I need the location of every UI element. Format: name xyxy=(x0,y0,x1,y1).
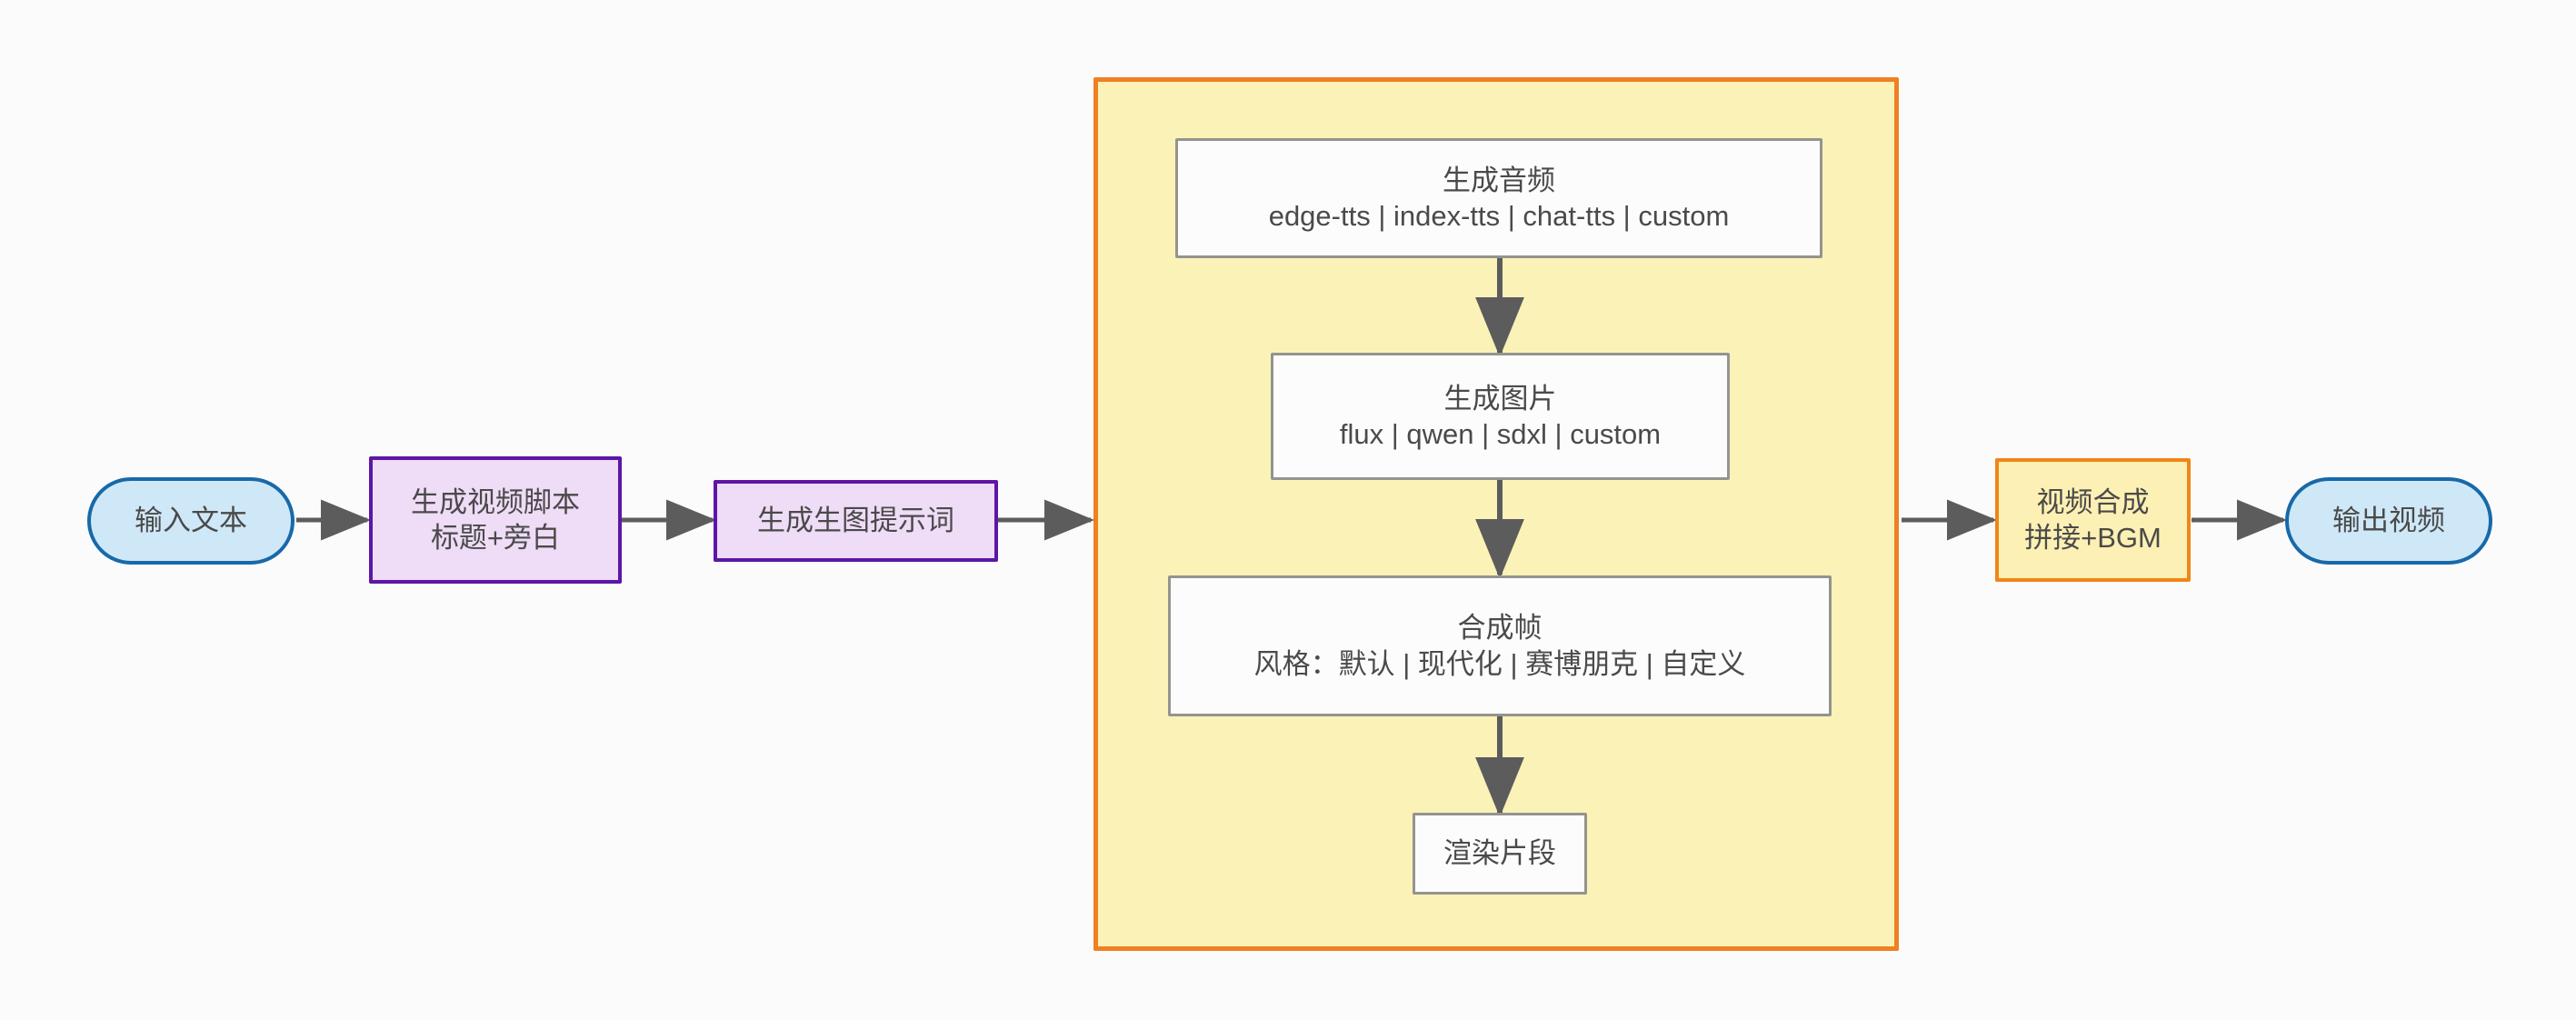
node-render-clip-label: 渲染片段 xyxy=(1443,837,1556,870)
node-generate-script-line1: 生成视频脚本 xyxy=(411,485,580,518)
node-video-merge[interactable]: 视频合成 拼接+BGM xyxy=(1995,458,2191,582)
node-compose-frame-options: 风格：默认 | 现代化 | 赛博朋克 | 自定义 xyxy=(1253,647,1746,680)
node-generate-image-title: 生成图片 xyxy=(1443,382,1557,415)
node-generate-script-line2: 标题+旁白 xyxy=(430,522,561,554)
node-output-video-label: 输出视频 xyxy=(2332,505,2445,537)
node-generate-image-options: flux | qwen | sdxl | custom xyxy=(1339,418,1662,450)
node-generate-audio[interactable]: 生成音频 edge-tts | index-tts | chat-tts | c… xyxy=(1175,138,1822,258)
node-video-merge-line1: 视频合成 xyxy=(2036,485,2150,518)
node-generate-audio-options: edge-tts | index-tts | chat-tts | custom xyxy=(1268,200,1730,232)
node-input-text-label: 输入文本 xyxy=(135,505,247,537)
node-generate-image[interactable]: 生成图片 flux | qwen | sdxl | custom xyxy=(1271,353,1730,480)
node-generate-prompt[interactable]: 生成生图提示词 xyxy=(714,480,998,562)
node-input-text[interactable]: 输入文本 xyxy=(87,477,295,565)
node-video-merge-line2: 拼接+BGM xyxy=(2024,522,2162,554)
node-generate-audio-title: 生成音频 xyxy=(1443,164,1555,196)
node-compose-frame[interactable]: 合成帧 风格：默认 | 现代化 | 赛博朋克 | 自定义 xyxy=(1168,575,1832,716)
node-generate-script[interactable]: 生成视频脚本 标题+旁白 xyxy=(369,456,622,584)
node-output-video[interactable]: 输出视频 xyxy=(2285,477,2492,565)
node-render-clip[interactable]: 渲染片段 xyxy=(1413,813,1587,895)
node-compose-frame-title: 合成帧 xyxy=(1457,612,1543,645)
node-generate-prompt-label: 生成生图提示词 xyxy=(757,505,954,537)
